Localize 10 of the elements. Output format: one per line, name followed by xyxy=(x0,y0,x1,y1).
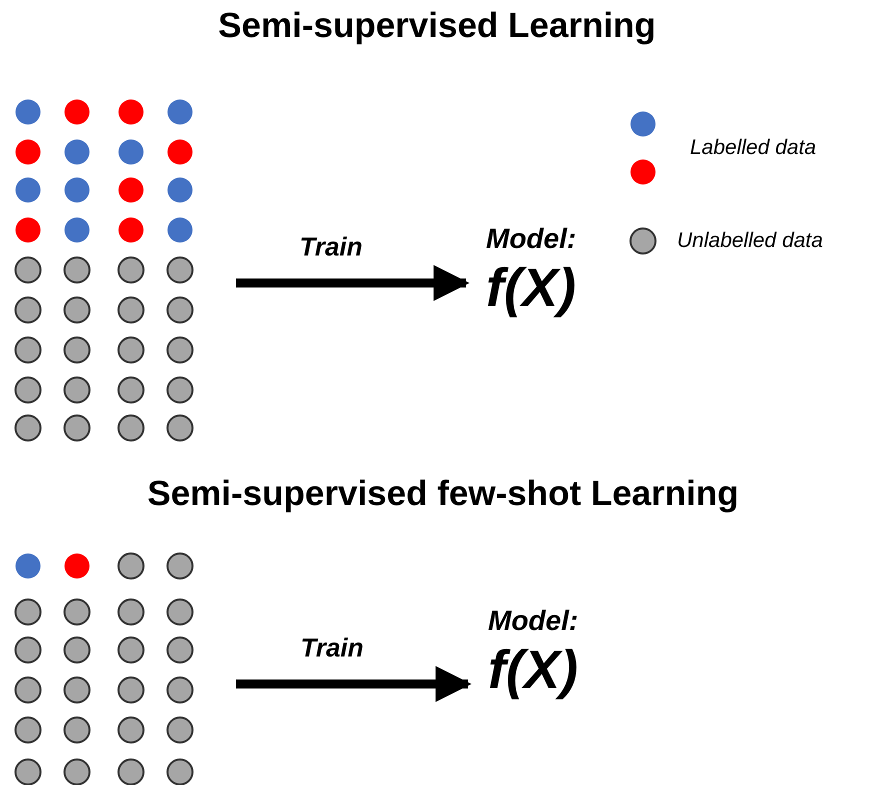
arrow xyxy=(236,666,472,702)
function-label: f(X) xyxy=(488,639,578,702)
arrow xyxy=(236,265,470,301)
legend-label: Unlabelled data xyxy=(677,229,823,253)
model-label: Model: xyxy=(486,222,576,256)
heading: Semi-supervised few-shot Learning xyxy=(147,474,739,514)
legend-label: Labelled data xyxy=(690,136,816,160)
heading: Semi-supervised Learning xyxy=(218,6,656,46)
model-label: Model: xyxy=(488,604,578,638)
function-label: f(X) xyxy=(486,257,576,320)
